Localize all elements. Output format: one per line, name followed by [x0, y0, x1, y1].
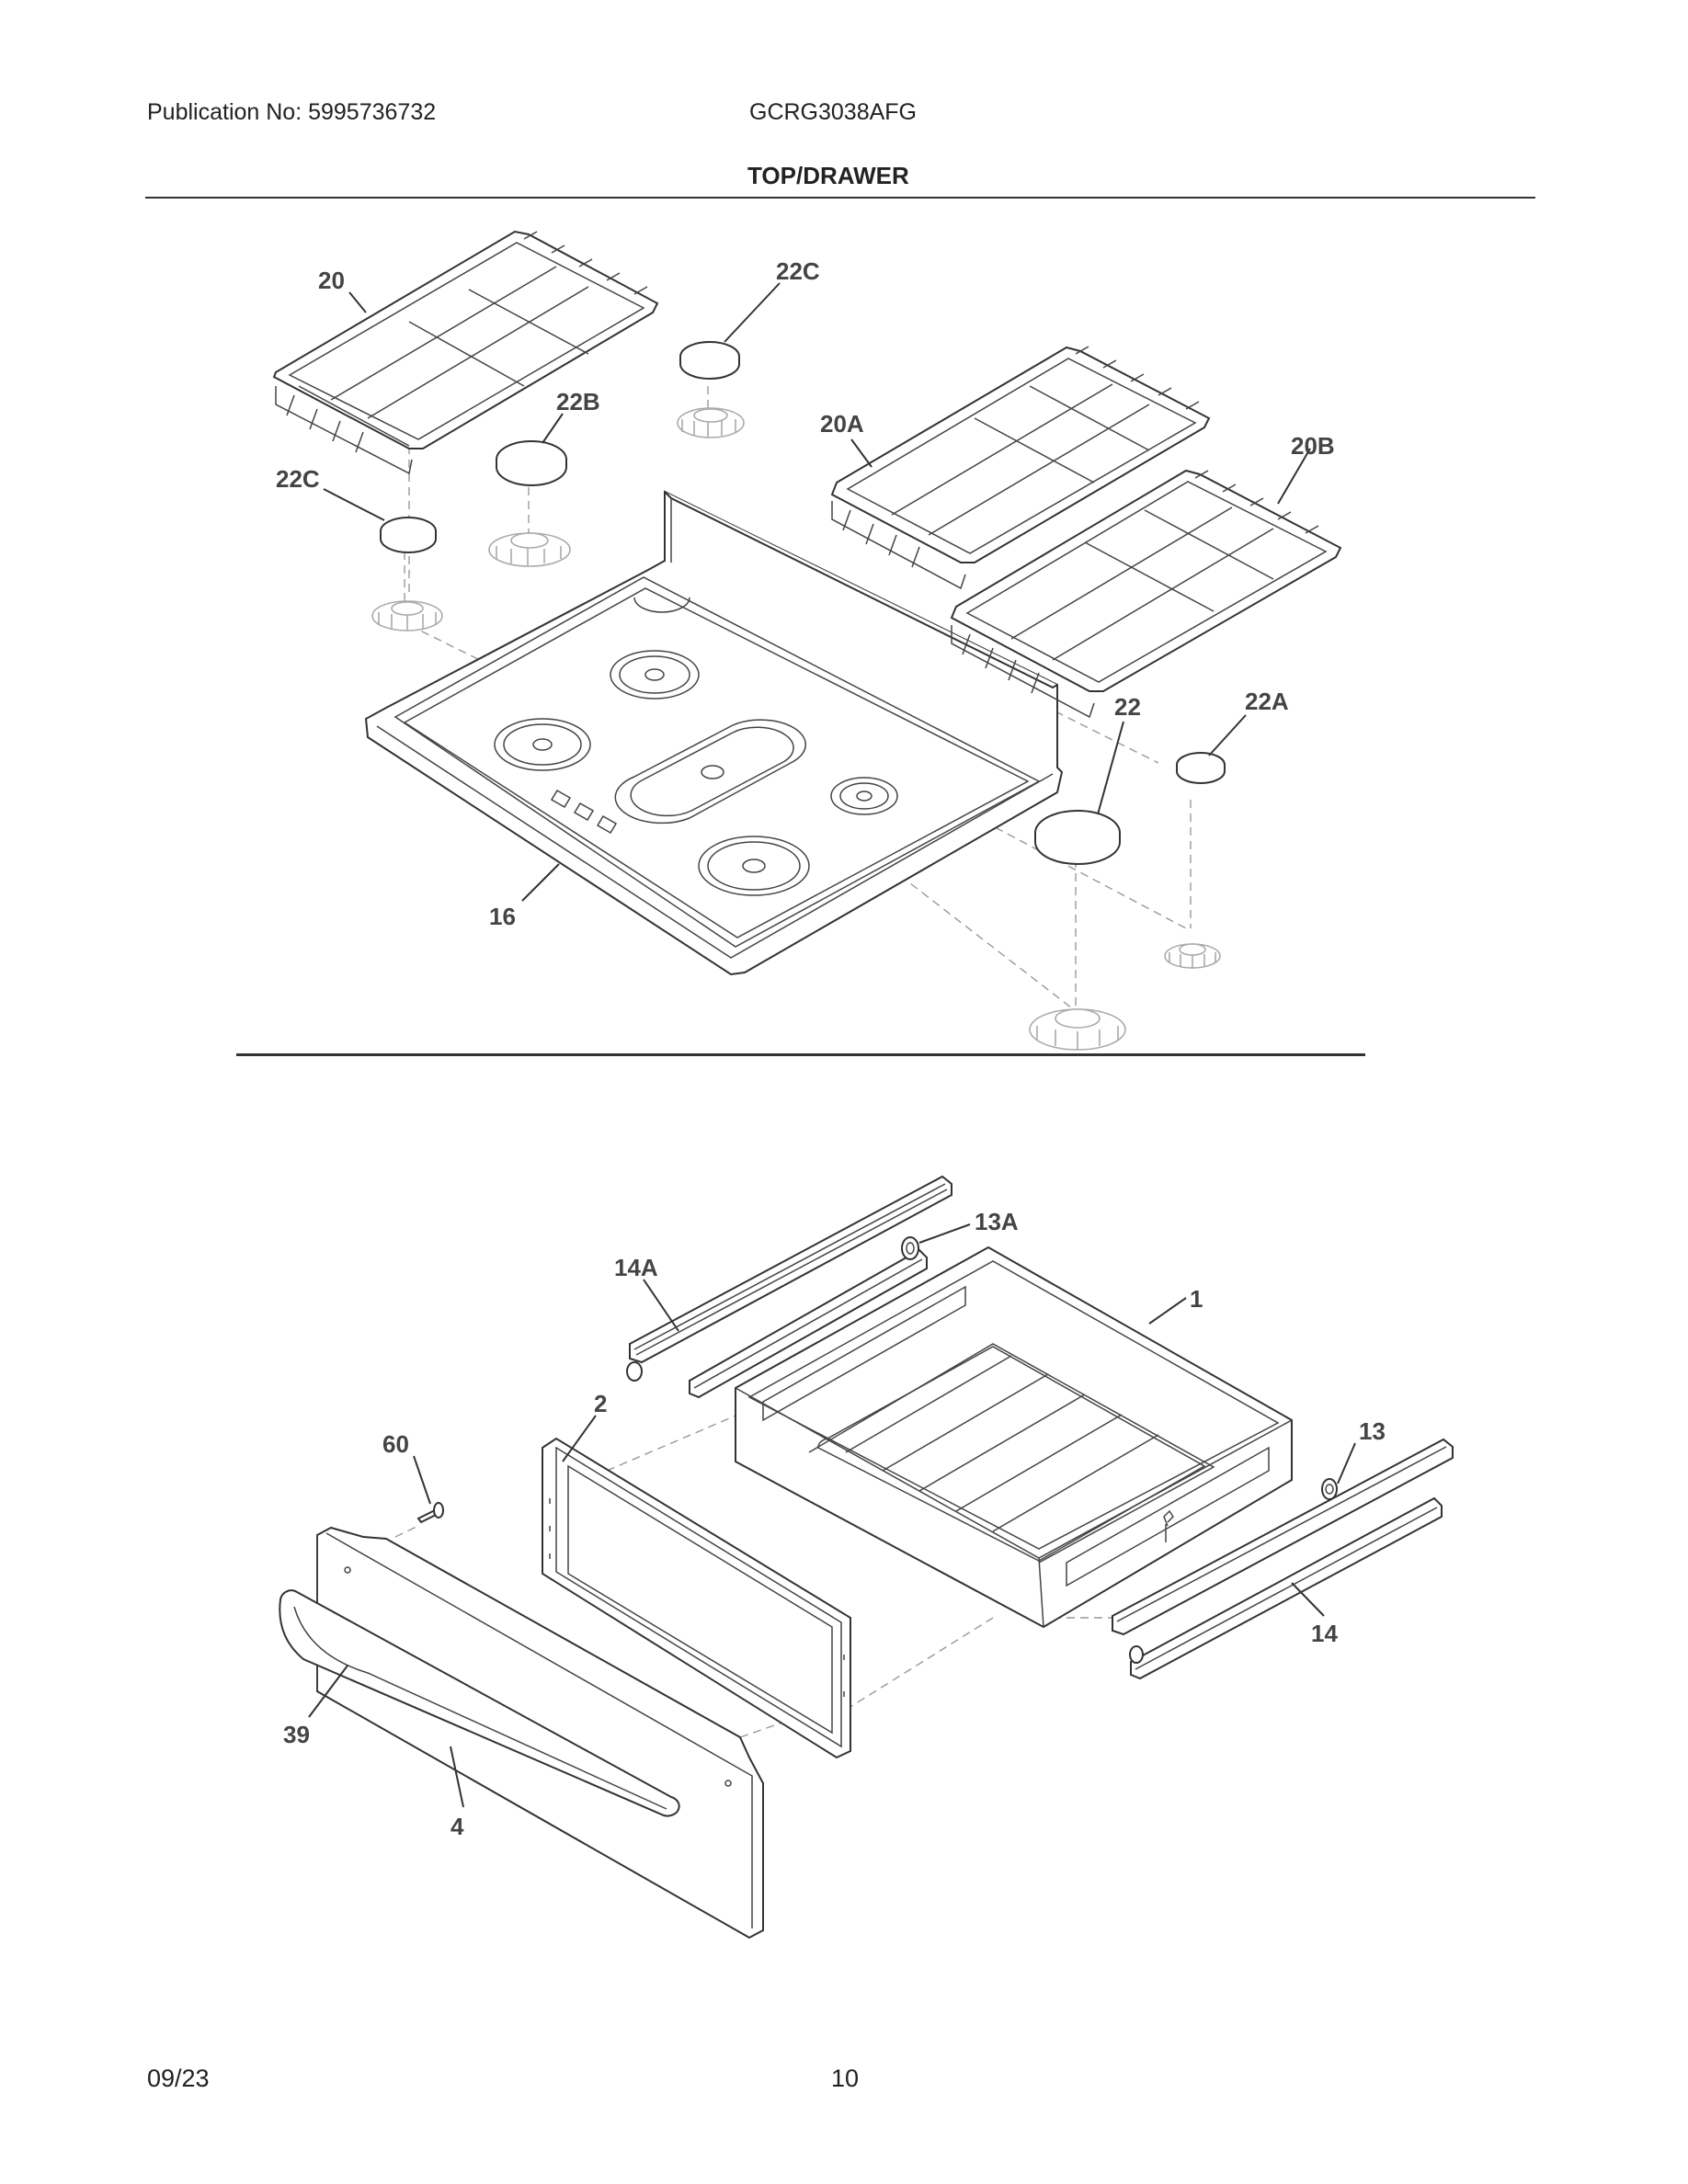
burner-head-icon	[488, 532, 571, 567]
grate-left	[272, 230, 659, 475]
burner-cap-icon	[679, 341, 741, 380]
burner-caps	[379, 341, 1226, 865]
callout-slide-left: 14A	[614, 1254, 658, 1281]
burner-head-icon	[371, 600, 443, 631]
callout-drawer-box: 1	[1190, 1285, 1203, 1313]
burner-well-icon	[610, 650, 700, 700]
roller-right-icon	[1321, 1478, 1338, 1500]
burner-well-icon	[698, 836, 810, 896]
burner-well-icon	[614, 719, 807, 825]
callout-grate-center: 20A	[820, 410, 864, 438]
burner-cap-icon	[1175, 752, 1226, 784]
section-title: TOP/DRAWER	[747, 162, 909, 189]
burner-cap-icon	[379, 517, 438, 553]
burner-head-icon	[1029, 1008, 1126, 1051]
roller-left-icon	[901, 1236, 919, 1260]
publication-number: Publication No: 5995736732	[147, 99, 437, 125]
drawer-liner	[542, 1437, 851, 1759]
callout-screw: 60	[382, 1430, 409, 1458]
callout-drawer-panel: 4	[451, 1813, 464, 1840]
callout-roller-right: 13	[1359, 1417, 1386, 1445]
drawer-leader-lines	[308, 1223, 1356, 1808]
model-number: GCRG3038AFG	[749, 99, 918, 125]
callout-cooktop: 16	[489, 903, 516, 930]
drawer-box	[735, 1246, 1293, 1629]
burner-well-icon	[494, 718, 591, 771]
callout-handle: 39	[283, 1721, 310, 1748]
callout-drawer-liner: 2	[594, 1390, 607, 1417]
screw-icon	[416, 1502, 444, 1524]
callout-grate-left: 20	[318, 267, 345, 294]
callout-cap-mid: 22B	[556, 388, 600, 415]
grate-center	[830, 346, 1211, 590]
grate-right	[950, 469, 1342, 719]
top-leader-lines	[323, 282, 1311, 902]
burner-head-icon	[1164, 943, 1221, 969]
callout-roller-left: 13A	[975, 1208, 1019, 1235]
callout-cap-small: 22A	[1245, 688, 1289, 715]
cooktop-main-top	[364, 490, 1064, 976]
burner-head-ghosts	[371, 407, 1221, 1051]
callout-cap-left: 22C	[276, 465, 320, 493]
callout-cap-top: 22C	[776, 257, 820, 285]
callout-cap-large: 22	[1114, 693, 1141, 721]
drawer-slide-left	[626, 1175, 952, 1399]
footer-page-number: 10	[831, 2065, 860, 2092]
burner-head-icon	[677, 407, 745, 438]
footer-date: 09/23	[147, 2065, 210, 2092]
burner-well-icon	[830, 777, 898, 815]
burner-cap-icon	[1033, 810, 1122, 865]
callout-slide-right: 14	[1311, 1620, 1338, 1647]
drawer-handle	[279, 1589, 680, 1817]
callout-grate-right: 20B	[1291, 432, 1335, 460]
header-divider	[145, 197, 1535, 199]
drawer-slide-right	[1112, 1438, 1454, 1680]
section-divider	[236, 1053, 1365, 1056]
burner-cap-icon	[495, 440, 568, 486]
